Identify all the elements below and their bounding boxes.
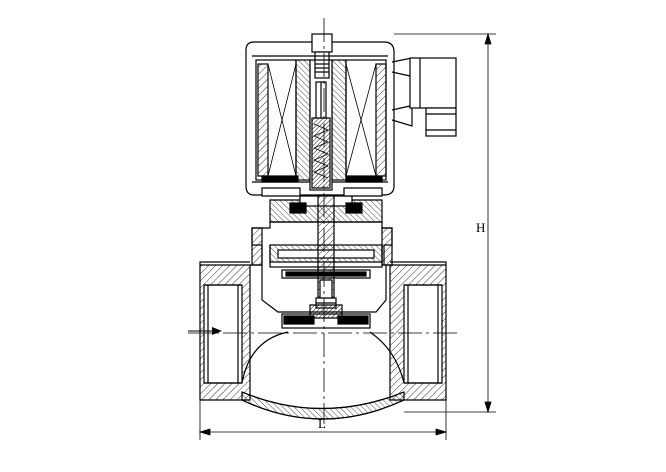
height-dimension [394, 32, 496, 414]
centerlines [188, 18, 460, 424]
length-dimension [198, 400, 448, 440]
plunger-stem [309, 194, 343, 319]
electrical-connector [391, 57, 457, 137]
solenoid-coil [245, 33, 395, 197]
length-label: L [318, 416, 326, 431]
height-label: H [476, 220, 485, 235]
flow-arrow [188, 327, 222, 335]
